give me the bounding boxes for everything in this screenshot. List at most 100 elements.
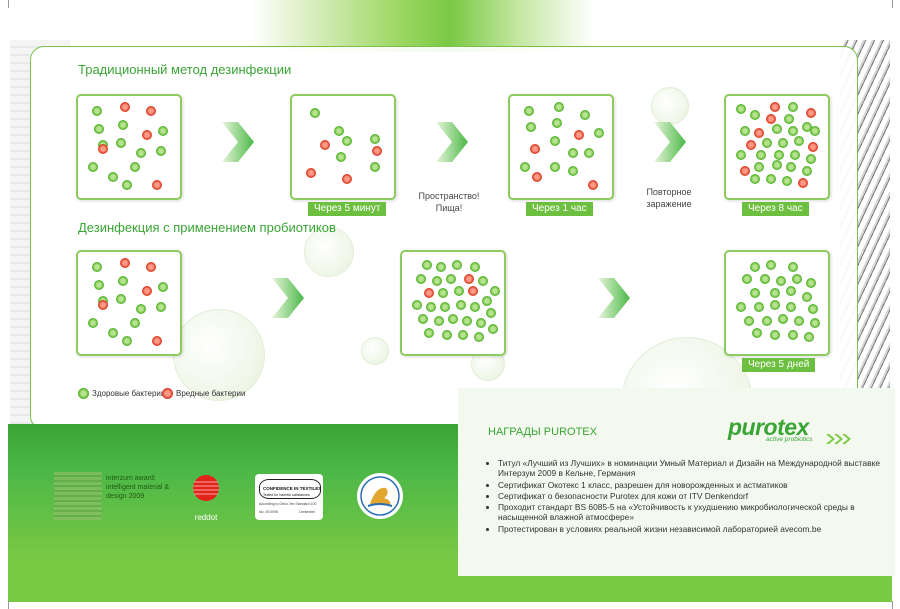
decorative-bubble <box>304 227 354 277</box>
healthy-bacteria-icon <box>750 262 760 272</box>
healthy-bacteria-icon <box>470 262 480 272</box>
healthy-bacteria-icon <box>434 316 444 326</box>
healthy-bacteria-icon <box>788 126 798 136</box>
healthy-bacteria-icon <box>766 260 776 270</box>
healthy-bacteria-icon <box>94 124 104 134</box>
harmful-bacteria-icon <box>740 166 750 176</box>
healthy-bacteria-icon <box>412 300 422 310</box>
reddot-logo: reddot <box>186 470 226 528</box>
healthy-bacteria-icon <box>456 300 466 310</box>
healthy-bacteria-icon <box>426 302 436 312</box>
healthy-bacteria-icon <box>808 304 818 314</box>
healthy-bacteria-icon <box>788 262 798 272</box>
healthy-bacteria-icon <box>116 294 126 304</box>
note-space-food: Пространство! Пища! <box>418 191 480 213</box>
healthy-bacteria-icon <box>108 328 118 338</box>
healthy-bacteria-icon <box>792 274 802 284</box>
healthy-bacteria-icon <box>744 316 754 326</box>
crop-mark <box>8 0 9 8</box>
oeko-tex-subtitle: Tested for harmful substances <box>263 493 310 497</box>
healthy-bacteria-icon <box>334 126 344 136</box>
healthy-bacteria-icon <box>774 150 784 160</box>
healthy-bacteria-icon <box>118 120 128 130</box>
healthy-bacteria-icon <box>462 316 472 326</box>
awards-panel <box>458 388 895 576</box>
healthy-bacteria-icon <box>418 314 428 324</box>
healthy-bacteria-icon <box>580 110 590 120</box>
healthy-bacteria-icon <box>118 276 128 286</box>
interzum-award-text: interzum award: intelligent material & d… <box>106 475 170 500</box>
oeko-tex-title: CONFIDENCE IN TEXTILES <box>263 486 322 491</box>
healthy-bacteria-icon <box>776 276 786 286</box>
healthy-bacteria-icon <box>794 136 804 146</box>
healthy-bacteria-icon <box>342 136 352 146</box>
awards-title: НАГРАДЫ PUROTEX <box>488 426 597 438</box>
traditional-method-title: Традиционный метод дезинфекции <box>78 62 292 77</box>
healthy-bacteria-icon <box>804 332 814 342</box>
healthy-bacteria-icon <box>784 114 794 124</box>
harmful-bacteria-icon <box>532 172 542 182</box>
healthy-bacteria-icon <box>158 126 168 136</box>
healthy-bacteria-icon <box>750 288 760 298</box>
harmful-bacteria-icon <box>98 300 108 310</box>
healthy-bacteria-icon <box>370 134 380 144</box>
healthy-bacteria-icon <box>770 330 780 340</box>
harmful-bacteria-icon <box>162 388 173 399</box>
healthy-bacteria-icon <box>490 286 500 296</box>
healthy-bacteria-icon <box>788 330 798 340</box>
healthy-bacteria-icon <box>750 110 760 120</box>
note-reinfection: Повторное заражение <box>646 187 692 209</box>
award-item: Проходит стандарт BS 6085-5 на «Устойчив… <box>498 502 898 523</box>
oeko-tex-note: According to Oeko-Tex Standard 100 <box>259 502 317 506</box>
harmful-bacteria-icon <box>306 168 316 178</box>
healthy-bacteria-icon <box>594 128 604 138</box>
interzum-award-logo <box>54 472 102 520</box>
healthy-bacteria-icon <box>122 336 132 346</box>
oeko-tex-institute: Centexbel <box>299 510 315 514</box>
healthy-bacteria-icon <box>130 318 140 328</box>
healthy-bacteria-icon <box>772 160 782 170</box>
healthy-bacteria-icon <box>550 136 560 146</box>
petri-dish-initial <box>76 94 182 200</box>
awards-list: Титул «Лучший из Лучших» в номинации Умн… <box>484 458 898 535</box>
healthy-bacteria-icon <box>156 302 166 312</box>
healthy-bacteria-icon <box>478 276 488 286</box>
harmful-bacteria-icon <box>98 144 108 154</box>
harmful-bacteria-icon <box>746 140 756 150</box>
healthy-bacteria-icon <box>454 286 464 296</box>
healthy-bacteria-icon <box>136 304 146 314</box>
harmful-bacteria-icon <box>574 130 584 140</box>
harmful-bacteria-icon <box>530 144 540 154</box>
time-label-5-minutes: Через 5 минут <box>308 202 387 216</box>
healthy-bacteria-icon <box>788 102 798 112</box>
healthy-bacteria-icon <box>470 302 480 312</box>
healthy-bacteria-icon <box>92 106 102 116</box>
decorative-bubble <box>361 337 389 365</box>
healthy-bacteria-icon <box>778 138 788 148</box>
healthy-bacteria-icon <box>742 274 752 284</box>
healthy-bacteria-icon <box>488 324 498 334</box>
award-item: Титул «Лучший из Лучших» в номинации Умн… <box>498 458 898 479</box>
harmful-bacteria-icon <box>146 262 156 272</box>
petri-dish-5-minutes <box>290 94 396 200</box>
leaf-chevrons-icon <box>826 434 851 444</box>
harmful-bacteria-icon <box>142 130 152 140</box>
petri-dish-probiotic-initial <box>76 250 182 356</box>
harmful-bacteria-icon <box>766 114 776 124</box>
chevron-right-icon <box>654 122 686 162</box>
harmful-bacteria-icon <box>152 180 162 190</box>
decorative-bubble <box>173 309 265 401</box>
legend-healthy: Здоровые бактерии <box>78 388 165 399</box>
healthy-bacteria-icon <box>770 300 780 310</box>
petri-dish-8-hours <box>724 94 830 200</box>
healthy-bacteria-icon <box>78 388 89 399</box>
purotex-logo: purotex active probiotics <box>728 414 858 448</box>
healthy-bacteria-icon <box>802 292 812 302</box>
reddot-label: reddot <box>194 513 218 522</box>
healthy-bacteria-icon <box>750 174 760 184</box>
healthy-bacteria-icon <box>772 124 782 134</box>
healthy-bacteria-icon <box>740 126 750 136</box>
healthy-bacteria-icon <box>486 308 496 318</box>
time-label-5-days: Через 5 дней <box>742 358 816 372</box>
healthy-bacteria-icon <box>88 162 98 172</box>
